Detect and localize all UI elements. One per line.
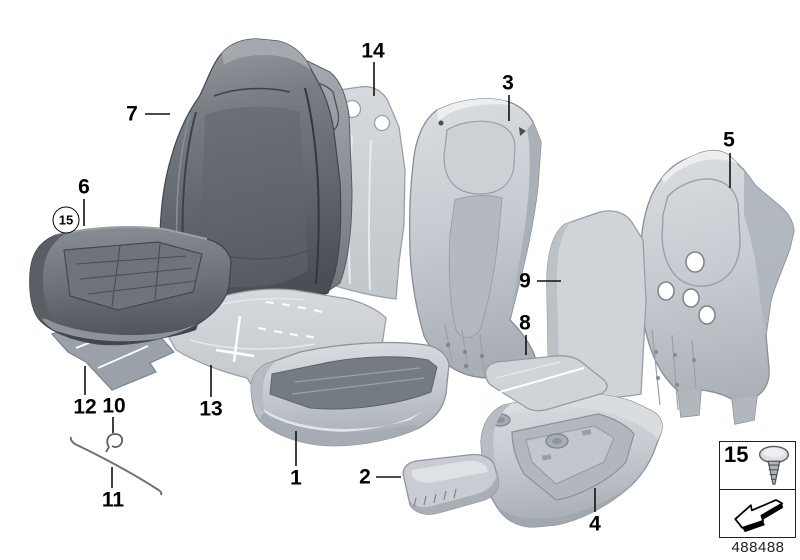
part-8-seat-pad bbox=[484, 355, 608, 412]
callout-8[interactable]: 8 bbox=[519, 311, 531, 335]
callout-3[interactable]: 3 bbox=[502, 71, 514, 95]
part-7-backrest-cover bbox=[159, 38, 353, 308]
callout-4[interactable]: 4 bbox=[589, 512, 601, 536]
installation-direction-arrow-icon bbox=[734, 499, 784, 533]
expanding-rivet-clip-icon bbox=[758, 445, 789, 485]
legend-box: 15 bbox=[719, 441, 796, 538]
part-5-backrest-frame bbox=[638, 150, 795, 425]
leader-lines bbox=[83, 62, 731, 512]
callout-13[interactable]: 13 bbox=[199, 397, 223, 421]
callout-10[interactable]: 10 bbox=[102, 394, 126, 418]
legend-direction-cell bbox=[720, 490, 795, 534]
part-10-retaining-hook bbox=[105, 433, 124, 453]
callout-1[interactable]: 1 bbox=[290, 466, 302, 490]
part-3-backrest-foam-pad bbox=[408, 98, 542, 379]
callout-7[interactable]: 7 bbox=[126, 102, 138, 126]
callout-12[interactable]: 12 bbox=[73, 395, 97, 419]
callout-11[interactable]: 11 bbox=[101, 488, 125, 512]
part-1-seat-foam-pad bbox=[250, 341, 450, 447]
part-6-seat-cover bbox=[29, 226, 232, 346]
part-number-label: 488488 bbox=[731, 539, 785, 556]
part-2-auxiliary-pad bbox=[402, 453, 500, 515]
callout-14[interactable]: 14 bbox=[361, 39, 385, 63]
part-11-retaining-wire bbox=[69, 436, 163, 496]
callout-6[interactable]: 6 bbox=[78, 175, 90, 199]
legend-item-number[interactable]: 15 bbox=[724, 442, 749, 467]
part-4-seat-pan bbox=[480, 392, 663, 528]
callout-5[interactable]: 5 bbox=[723, 128, 735, 152]
callout-9[interactable]: 9 bbox=[519, 269, 531, 293]
legend-fastener-cell: 15 bbox=[720, 442, 795, 490]
callout-15-circled[interactable]: 15 bbox=[52, 206, 80, 234]
callout-2[interactable]: 2 bbox=[359, 465, 371, 489]
